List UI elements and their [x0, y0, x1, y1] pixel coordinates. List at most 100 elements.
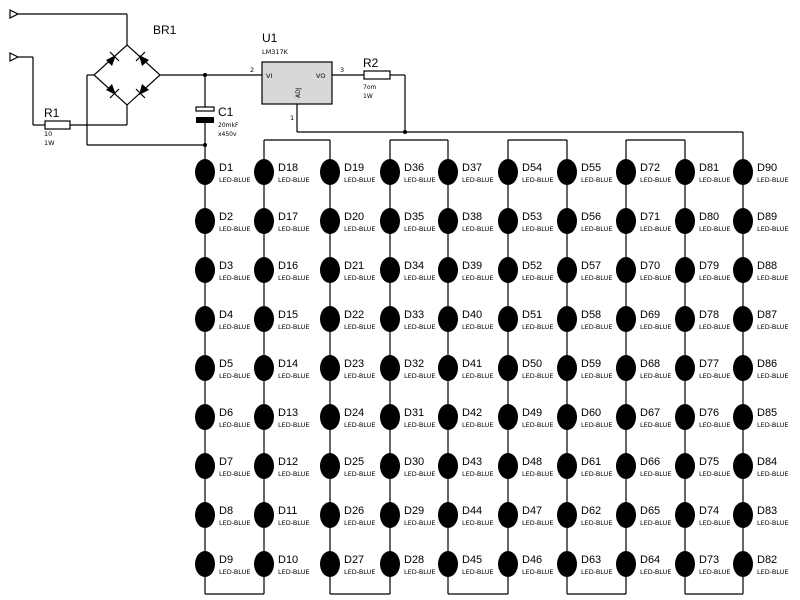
led-ref: D85 — [757, 407, 777, 419]
led-type: LED-BLUE — [219, 274, 250, 282]
led-ref: D44 — [462, 505, 482, 517]
led-d28 — [380, 551, 400, 577]
led-type: LED-BLUE — [278, 225, 309, 233]
led-d8 — [195, 502, 215, 528]
led-ref: D43 — [462, 456, 482, 468]
led-ref: D33 — [404, 309, 424, 321]
led-ref: D72 — [640, 162, 660, 174]
led-d52 — [498, 257, 518, 283]
led-d63 — [557, 551, 577, 577]
led-d35 — [380, 208, 400, 234]
led-type: LED-BLUE — [640, 274, 671, 282]
led-d86 — [733, 355, 753, 381]
led-type: LED-BLUE — [757, 274, 788, 282]
led-d65 — [616, 502, 636, 528]
led-type: LED-BLUE — [278, 372, 309, 380]
led-d34 — [380, 257, 400, 283]
led-type: LED-BLUE — [462, 176, 493, 184]
led-ref: D74 — [699, 505, 719, 517]
led-type: LED-BLUE — [344, 225, 375, 233]
led-type: LED-BLUE — [581, 470, 612, 478]
led-ref: D59 — [581, 358, 601, 370]
led-ref: D18 — [278, 162, 298, 174]
led-ref: D9 — [219, 554, 233, 566]
led-d71 — [616, 208, 636, 234]
led-type: LED-BLUE — [581, 274, 612, 282]
led-type: LED-BLUE — [640, 519, 671, 527]
led-ref: D52 — [522, 260, 542, 272]
led-type: LED-BLUE — [640, 176, 671, 184]
led-type: LED-BLUE — [219, 519, 250, 527]
led-ref: D61 — [581, 456, 601, 468]
led-type: LED-BLUE — [699, 274, 730, 282]
led-ref: D36 — [404, 162, 424, 174]
led-ref: D40 — [462, 309, 482, 321]
led-ref: D70 — [640, 260, 660, 272]
led-ref: D89 — [757, 211, 777, 223]
led-d73 — [675, 551, 695, 577]
led-ref: D78 — [699, 309, 719, 321]
led-type: LED-BLUE — [581, 568, 612, 576]
led-ref: D68 — [640, 358, 660, 370]
led-ref: D58 — [581, 309, 601, 321]
u1-pin-vo: VO — [316, 72, 325, 80]
led-type: LED-BLUE — [581, 225, 612, 233]
led-d32 — [380, 355, 400, 381]
r1-ref: R1 — [44, 106, 60, 120]
led-ref: D26 — [344, 505, 364, 517]
led-d11 — [254, 502, 274, 528]
led-type: LED-BLUE — [581, 519, 612, 527]
led-ref: D48 — [522, 456, 542, 468]
u1-pin-in-num: 2 — [250, 66, 254, 74]
led-d42 — [438, 404, 458, 430]
led-type: LED-BLUE — [462, 225, 493, 233]
led-d79 — [675, 257, 695, 283]
led-d59 — [557, 355, 577, 381]
led-d23 — [320, 355, 340, 381]
led-type: LED-BLUE — [522, 323, 553, 331]
led-ref: D90 — [757, 162, 777, 174]
led-ref: D7 — [219, 456, 233, 468]
led-ref: D28 — [404, 554, 424, 566]
led-d62 — [557, 502, 577, 528]
led-d38 — [438, 208, 458, 234]
led-d74 — [675, 502, 695, 528]
led-ref: D66 — [640, 456, 660, 468]
bridge-rectifier: BR1 — [86, 14, 262, 145]
led-d67 — [616, 404, 636, 430]
led-type: LED-BLUE — [522, 372, 553, 380]
led-d76 — [675, 404, 695, 430]
led-d77 — [675, 355, 695, 381]
led-d15 — [254, 306, 274, 332]
led-type: LED-BLUE — [522, 421, 553, 429]
led-d37 — [438, 159, 458, 185]
led-d57 — [557, 257, 577, 283]
led-ref: D34 — [404, 260, 424, 272]
led-ref: D60 — [581, 407, 601, 419]
led-d18 — [254, 159, 274, 185]
led-type: LED-BLUE — [344, 323, 375, 331]
led-type: LED-BLUE — [581, 176, 612, 184]
led-ref: D17 — [278, 211, 298, 223]
led-ref: D84 — [757, 456, 777, 468]
led-ref: D75 — [699, 456, 719, 468]
led-type: LED-BLUE — [699, 323, 730, 331]
led-ref: D23 — [344, 358, 364, 370]
r2-value: 7om — [363, 84, 376, 91]
led-ref: D42 — [462, 407, 482, 419]
led-type: LED-BLUE — [344, 372, 375, 380]
led-type: LED-BLUE — [640, 470, 671, 478]
led-d80 — [675, 208, 695, 234]
led-ref: D57 — [581, 260, 601, 272]
led-d43 — [438, 453, 458, 479]
led-type: LED-BLUE — [278, 568, 309, 576]
resistor-r1: R1 10 1W — [44, 106, 87, 147]
led-ref: D15 — [278, 309, 298, 321]
led-ref: D46 — [522, 554, 542, 566]
led-ref: D5 — [219, 358, 233, 370]
led-ref: D54 — [522, 162, 542, 174]
led-type: LED-BLUE — [404, 176, 435, 184]
led-type: LED-BLUE — [344, 519, 375, 527]
led-ref: D50 — [522, 358, 542, 370]
led-d45 — [438, 551, 458, 577]
